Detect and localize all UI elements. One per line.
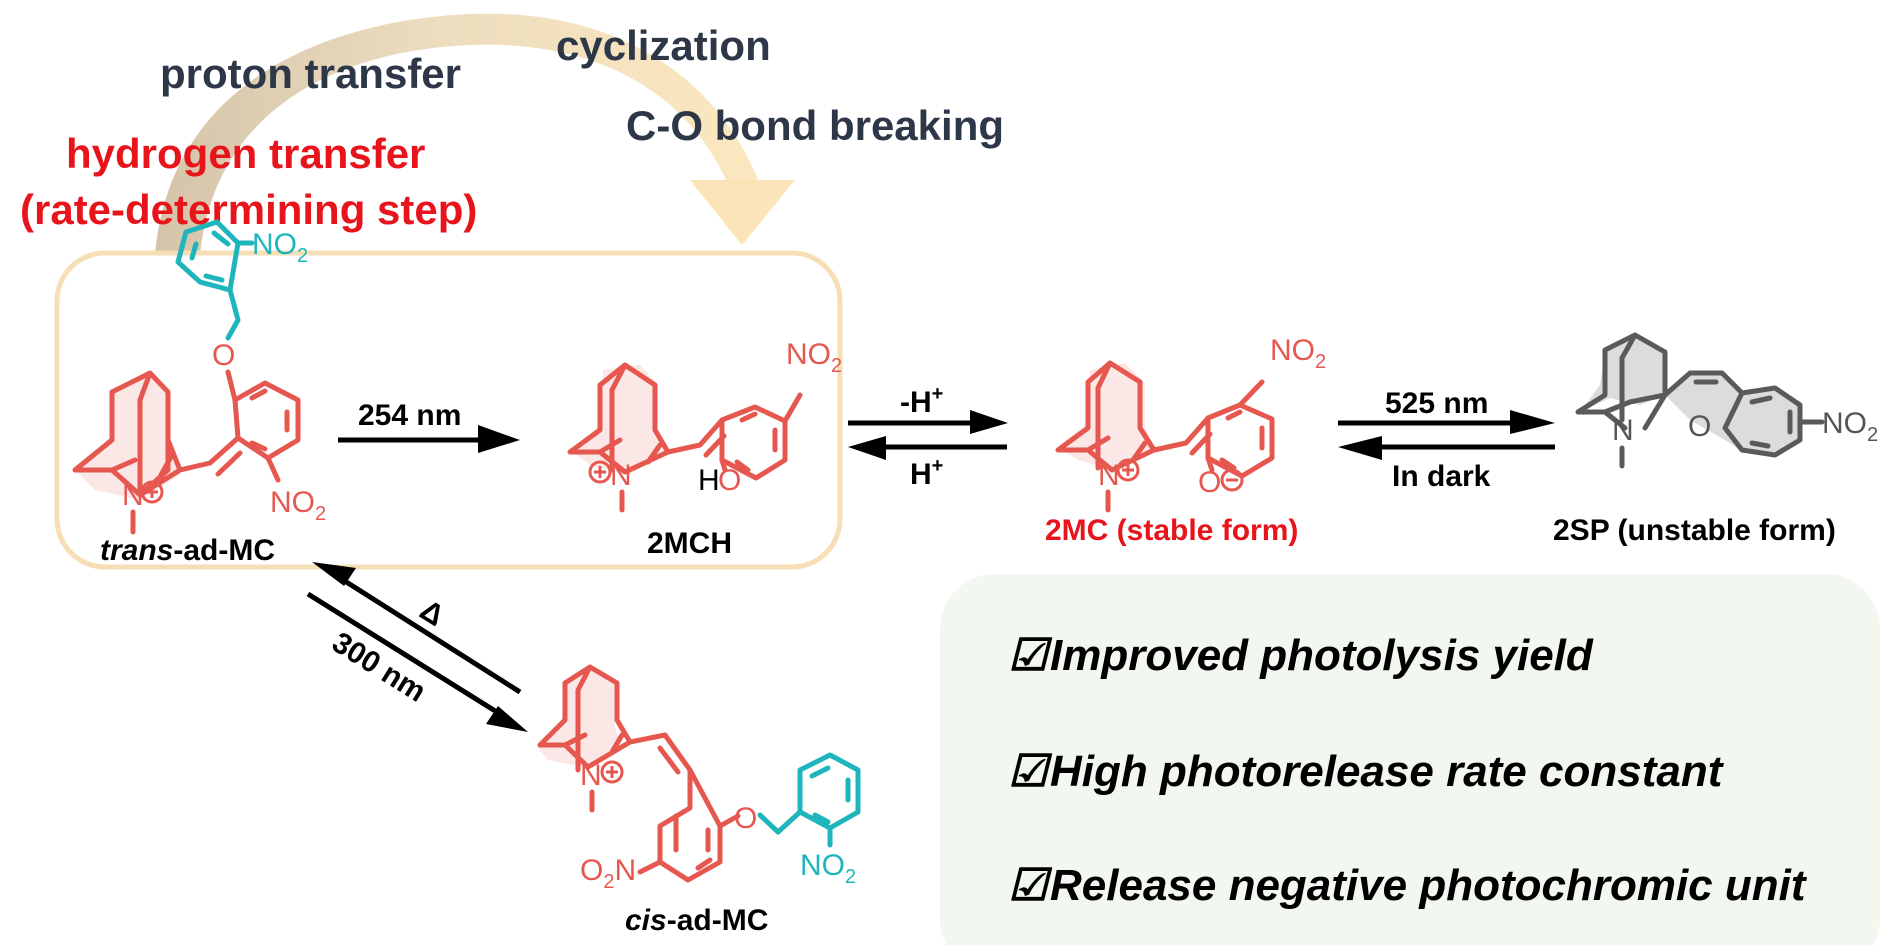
hydrogen-transfer-label: hydrogen transfer bbox=[66, 130, 425, 177]
atom-oxygen: O bbox=[1198, 466, 1221, 499]
atom-nitro: NO2 bbox=[1270, 334, 1326, 373]
deprotonation-label: -H+ bbox=[900, 383, 943, 419]
trans-ad-mc-structure: O NO2 N NO2 bbox=[72, 219, 326, 535]
positive-charge-icon bbox=[588, 460, 612, 484]
atom-nitro: NO2 bbox=[270, 486, 326, 525]
benefits-panel bbox=[940, 574, 1880, 945]
mch-structure: NO2 H O N bbox=[567, 338, 842, 513]
isomerization-arrows bbox=[306, 562, 528, 732]
atom-oxygen: O bbox=[718, 464, 741, 497]
atom-nitrogen: N bbox=[1098, 459, 1120, 492]
co-bond-breaking-label: C-O bond breaking bbox=[626, 102, 1004, 149]
atom-nitro-left: O2N bbox=[580, 854, 636, 893]
vis525-label: 525 nm bbox=[1385, 387, 1488, 420]
checkbox-checked-icon: ☑ bbox=[1008, 631, 1053, 680]
atom-nitrogen: N bbox=[1612, 414, 1634, 447]
sp-label: 2SP (unstable form) bbox=[1553, 514, 1836, 547]
atom-nitro: NO2 bbox=[786, 338, 842, 377]
proton-transfer-label: proton transfer bbox=[160, 50, 461, 97]
cis-ad-mc-label: cis-ad-MC bbox=[625, 904, 768, 937]
cis-ad-mc-structure: O NO2 O2N N bbox=[537, 664, 861, 893]
protonation-label: H+ bbox=[910, 455, 943, 491]
atom-nitrogen: N bbox=[580, 759, 602, 792]
sp-structure: NO2 O N bbox=[1575, 332, 1878, 469]
deprotonation-equilibrium-arrows bbox=[848, 410, 1008, 460]
positive-charge-icon bbox=[600, 760, 624, 784]
uv254-label: 254 nm bbox=[358, 399, 461, 432]
negative-charge-icon bbox=[1220, 468, 1244, 492]
atom-nitrogen: N bbox=[122, 479, 144, 512]
photoswitch-equilibrium-arrows bbox=[1338, 410, 1555, 460]
dark-label: In dark bbox=[1392, 460, 1491, 493]
atom-hydroxyl-h: H bbox=[698, 464, 720, 497]
mc-label: 2MC (stable form) bbox=[1045, 514, 1298, 547]
photolysis-step-box bbox=[54, 250, 843, 570]
benefits-list: ☑ Improved photolysis yield ☑ High photo… bbox=[1008, 631, 1808, 910]
checkbox-checked-icon: ☑ bbox=[1008, 747, 1053, 796]
positive-charge-icon bbox=[140, 480, 164, 504]
atom-nitrogen: N bbox=[610, 459, 632, 492]
atom-nitro: NO2 bbox=[1822, 407, 1878, 446]
atom-oxygen: O bbox=[212, 339, 235, 372]
mch-label: 2MCH bbox=[647, 527, 732, 560]
mc-structure: NO2 O N bbox=[1055, 334, 1326, 513]
positive-charge-icon bbox=[1116, 458, 1140, 482]
checkbox-checked-icon: ☑ bbox=[1008, 861, 1053, 910]
benefit-item: ☑ High photorelease rate constant bbox=[1008, 747, 1725, 796]
benefit-text: Improved photolysis yield bbox=[1050, 631, 1594, 680]
benefit-text: Release negative photochromic unit bbox=[1050, 861, 1808, 910]
rate-determining-label: (rate-determining step) bbox=[20, 186, 477, 233]
atom-nitro-cage: NO2 bbox=[800, 849, 856, 888]
trans-ad-mc-label: trans-ad-MC bbox=[100, 534, 275, 567]
mechanism-curved-arrow bbox=[155, 13, 795, 255]
atom-oxygen: O bbox=[734, 802, 757, 835]
atom-oxygen: O bbox=[1688, 410, 1711, 443]
benefit-item: ☑ Improved photolysis yield bbox=[1008, 631, 1594, 680]
benefit-text: High photorelease rate constant bbox=[1050, 747, 1725, 796]
uv254-arrow bbox=[338, 425, 520, 453]
cyclization-label: cyclization bbox=[556, 22, 771, 69]
benefit-item: ☑ Release negative photochromic unit bbox=[1008, 861, 1808, 910]
atom-nitro-cage: NO2 bbox=[252, 228, 308, 267]
